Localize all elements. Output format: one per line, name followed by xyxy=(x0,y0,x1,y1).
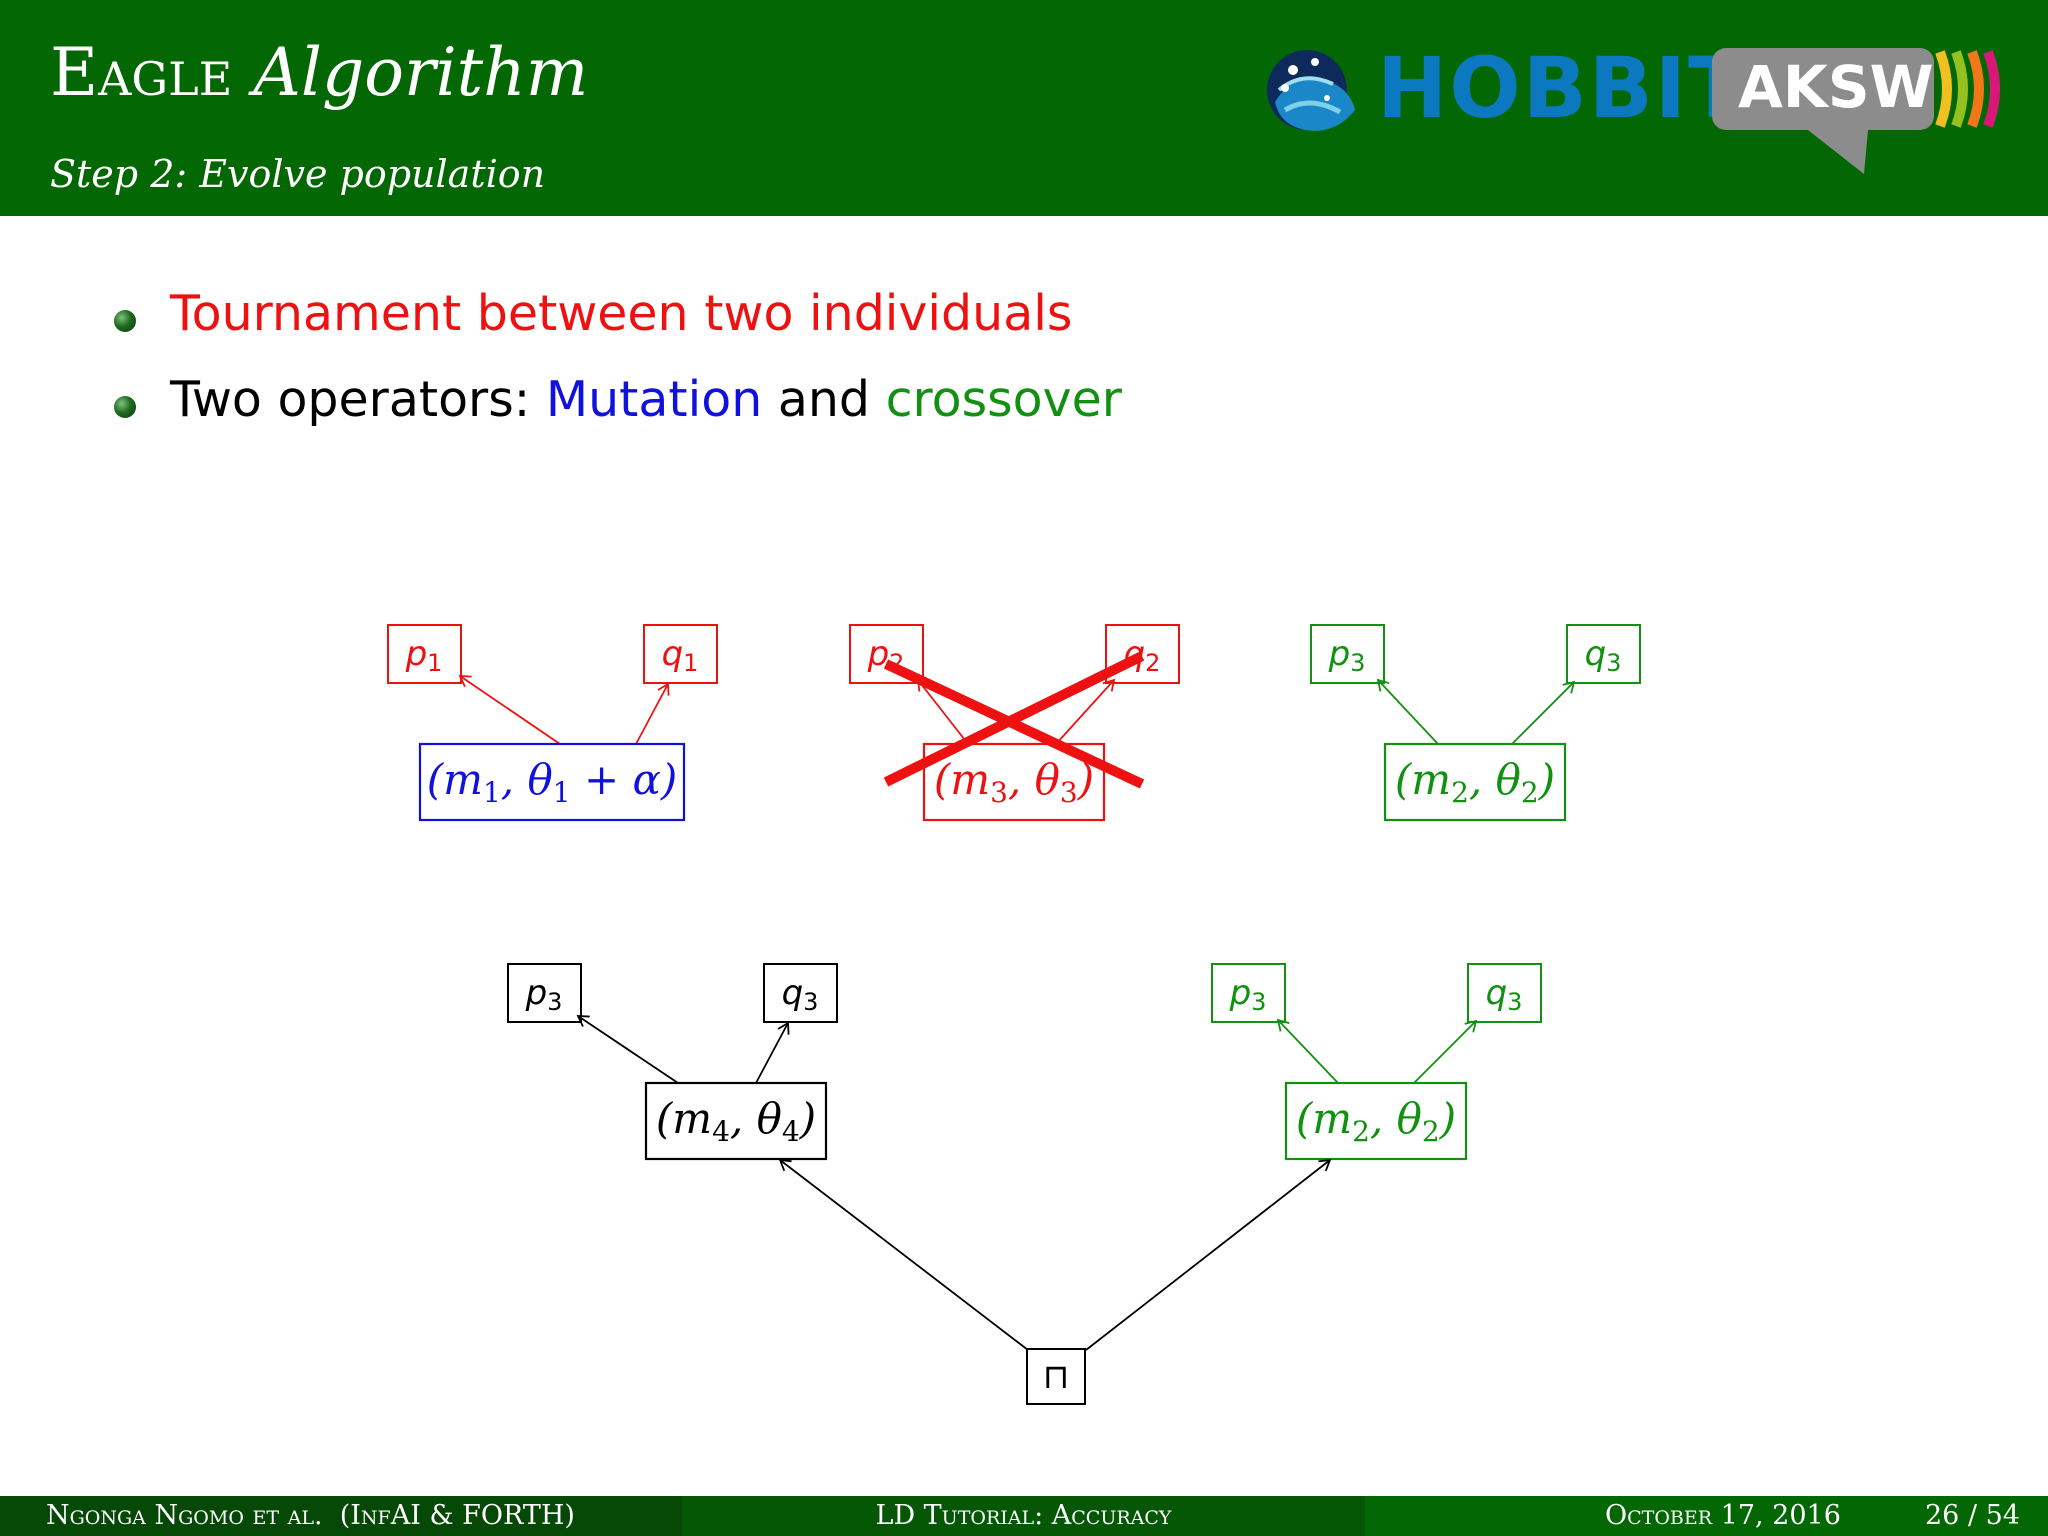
node-p3-label: p3 xyxy=(1229,973,1267,1016)
footer-affil-sc: Inf xyxy=(350,1500,391,1531)
node-p3-label: p3 xyxy=(1328,634,1366,677)
node-p3 xyxy=(1211,963,1286,1023)
node-root-partner xyxy=(1284,1081,1468,1161)
bullet-text: Two operators: Mutation and crossover xyxy=(170,368,1122,432)
bullet-mutation: Mutation xyxy=(545,371,763,428)
edge-to-q3 xyxy=(755,1021,790,1084)
title-eagle: Eagle xyxy=(50,34,233,111)
node-q3 xyxy=(1467,963,1542,1023)
node-p1-label: p1 xyxy=(405,634,443,677)
footer-authors: Ngonga Ngomo et al. (InfAI & FORTH) xyxy=(0,1496,682,1536)
node-q2 xyxy=(1105,624,1180,684)
node-p3-label: p3 xyxy=(525,973,563,1016)
edge-to-q3 xyxy=(1511,680,1576,745)
edge-to-p3 xyxy=(1276,1018,1339,1084)
node-q3-label: q3 xyxy=(1585,634,1622,677)
edge-to-q2 xyxy=(1055,678,1116,745)
hobbit-logo: HOBBIT xyxy=(1255,40,1745,140)
bullet-text: Tournament between two individuals xyxy=(170,285,1073,342)
edge-join-left xyxy=(778,1158,1029,1351)
node-q3 xyxy=(1566,624,1641,684)
footer-talk-title: LD Tutorial: Accuracy xyxy=(682,1496,1365,1536)
bullet-ball-icon xyxy=(114,310,136,332)
node-p1 xyxy=(387,624,462,684)
join-node: ⊓ xyxy=(778,1158,1332,1405)
tree-crossover-right: p3 q3 (m2, θ2) xyxy=(1211,963,1542,1161)
footer-author-names: Ngonga Ngomo et al. xyxy=(46,1500,323,1531)
node-root-partner-label: (m2, θ2) xyxy=(1296,1094,1456,1148)
tree-crossover-left: p3 q3 (m4, θ4) xyxy=(507,963,838,1161)
node-q3-label: q3 xyxy=(782,973,819,1016)
footer-authors-text: Ngonga Ngomo et al. (InfAI & FORTH) xyxy=(46,1496,575,1536)
footer-affil-open: ( xyxy=(339,1500,351,1531)
aksw-logo: AKSW xyxy=(1708,46,2008,176)
edge-to-p3 xyxy=(576,1015,679,1084)
aksw-logo-text: AKSW xyxy=(1738,53,1934,121)
tree-mutated-individual: p1 q1 (m1, θ1 + α) xyxy=(387,624,718,822)
bullet-ball-icon xyxy=(114,396,136,418)
bullet-and: and xyxy=(762,371,886,428)
node-q1-label: q1 xyxy=(662,634,699,677)
node-q3 xyxy=(763,963,838,1023)
edge-to-p3 xyxy=(1376,678,1439,745)
join-symbol: ⊓ xyxy=(1043,1357,1070,1397)
node-root-child-label: (m4, θ4) xyxy=(656,1094,816,1148)
join-box xyxy=(1026,1348,1086,1405)
edge-to-p2 xyxy=(916,678,969,745)
node-root-mutated-label: (m1, θ1 + α) xyxy=(427,755,678,809)
edge-to-p1 xyxy=(458,675,561,745)
tree-survivor-individual: p3 q3 (m2, θ2) xyxy=(1310,624,1641,822)
slide-subtitle: Step 2: Evolve population xyxy=(50,152,546,196)
node-root-eliminated-label: (m3, θ3) xyxy=(934,755,1094,809)
node-p3 xyxy=(1310,624,1385,684)
aksw-speech-bubble-icon xyxy=(1712,48,2000,174)
node-root-mutated xyxy=(418,742,686,822)
footer-page-number: 26 / 54 xyxy=(1925,1500,2020,1531)
slide-header: Eagle Algorithm Step 2: Evolve populatio… xyxy=(0,0,2048,216)
node-p3 xyxy=(507,963,582,1023)
bullet-operators-prefix: Two operators: xyxy=(170,371,546,428)
node-root-survivor-label: (m2, θ2) xyxy=(1395,755,1555,809)
footer-talk-text: LD Tutorial: Accuracy xyxy=(875,1500,1172,1531)
title-algorithm: Algorithm xyxy=(253,34,589,111)
edge-to-q3 xyxy=(1413,1019,1478,1084)
slide-title: Eagle Algorithm xyxy=(50,40,588,106)
footer-affil-rest: AI & FORTH) xyxy=(390,1500,575,1531)
hobbit-swirl-icon xyxy=(1267,50,1355,131)
cross-out-stroke xyxy=(883,651,1145,787)
slide-footer: Ngonga Ngomo et al. (InfAI & FORTH) LD T… xyxy=(0,1496,2048,1536)
tree-eliminated-individual: p2 q2 (m3, θ3) xyxy=(849,624,1180,822)
node-q3-label: q3 xyxy=(1486,973,1523,1016)
bullet-crossover: crossover xyxy=(885,371,1122,428)
hobbit-logo-text: HOBBIT xyxy=(1377,39,1748,137)
node-root-survivor xyxy=(1383,742,1567,822)
node-root-child xyxy=(644,1081,828,1161)
edge-to-q1 xyxy=(635,682,670,745)
edge-join-right xyxy=(1085,1158,1332,1351)
node-q1 xyxy=(643,624,718,684)
footer-date-page: October 17, 2016 26 / 54 xyxy=(1365,1496,2048,1536)
footer-date: October 17, 2016 xyxy=(1605,1500,1841,1531)
